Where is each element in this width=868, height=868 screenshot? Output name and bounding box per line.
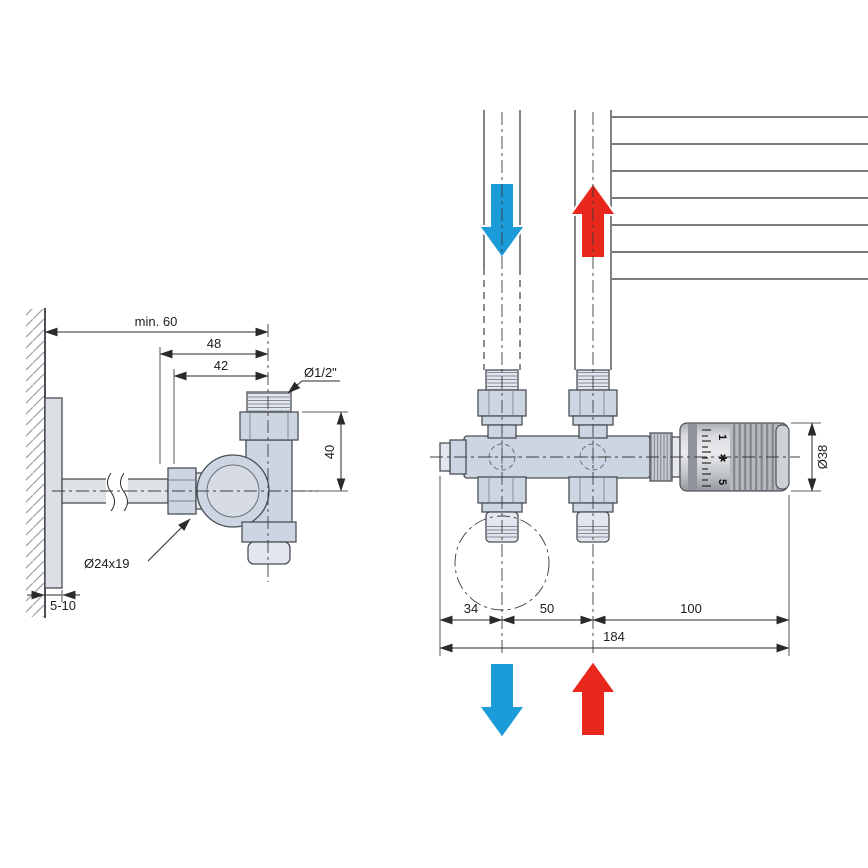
head-scale: 1 ✱ 5 [702,429,728,487]
dim-34-label: 34 [464,601,478,616]
right-assembly: 1 ✱ 5 34 50 100 184 Ø38 [430,110,868,740]
valve-bottom-flange [241,521,297,543]
thread-leader [287,380,340,394]
radiator [612,116,868,280]
nut-size-label: Ø24x19 [84,556,130,571]
left-assembly: min. 60 48 42 Ø1/2" 40 Ø24x19 5-10 [26,308,348,618]
nut-leader [147,518,191,562]
dim-42-label: 42 [214,358,228,373]
left-centerlines [52,324,318,582]
valve-bottom-cap [247,541,291,565]
head-diameter-label: Ø38 [815,445,830,470]
dim-48-label: 48 [207,336,221,351]
dim-50-label: 50 [540,601,554,616]
head-scale-5: 5 [716,479,728,485]
wall-plate [44,397,63,589]
head-scale-frost-icon: ✱ [716,453,728,462]
head-scale-1: 1 [716,434,728,440]
thread-size-label: Ø1/2" [304,365,337,380]
right-riser-pipe [574,110,612,370]
left-riser-pipe [483,110,521,370]
wall-hatch [26,309,45,617]
head-band [688,424,697,490]
flow-arrow-up-bottom [568,659,618,737]
dim-40-label: 40 [322,445,337,459]
dim-min60-label: min. 60 [135,314,178,329]
dim-wall-gap-label: 5-10 [50,598,76,613]
right-dimensions: 34 50 100 184 Ø38 [439,422,830,656]
dim-184-label: 184 [603,629,625,644]
left-dimensions: min. 60 48 42 Ø1/2" 40 Ø24x19 5-10 [27,314,348,613]
right-centerlines [430,112,800,654]
valve-collar [239,411,299,441]
pipe-break [106,472,128,512]
dim-100-label: 100 [680,601,702,616]
flow-arrow-down-bottom [477,662,527,740]
